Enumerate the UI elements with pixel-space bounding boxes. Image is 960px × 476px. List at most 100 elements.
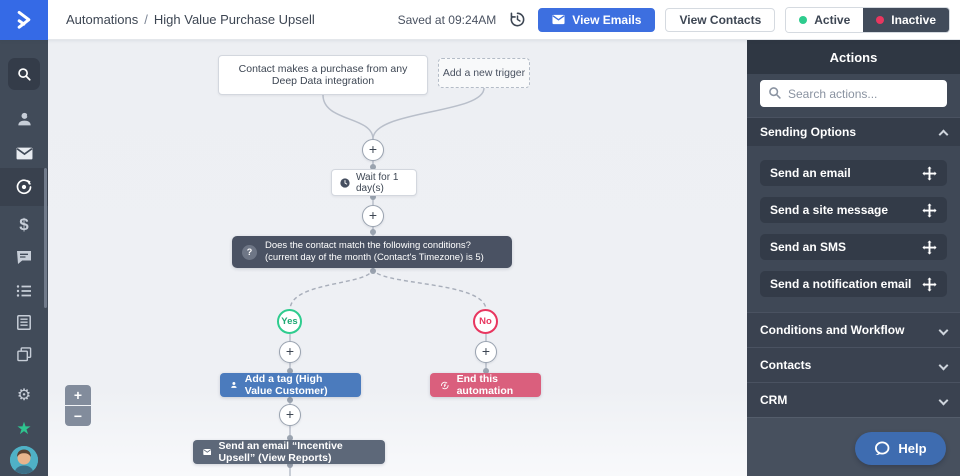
add-action-plus-3[interactable]: + — [279, 404, 301, 426]
condition-node[interactable]: ? Does the contact match the following c… — [232, 236, 512, 268]
toggle-active-option[interactable]: Active — [786, 7, 864, 32]
action-item-label: Send an SMS — [770, 240, 847, 254]
sidebar-item-site[interactable] — [0, 338, 48, 370]
send-email-label: Send an email “Incentive Upsell” (View R… — [218, 440, 343, 464]
view-contacts-label: View Contacts — [679, 12, 762, 27]
user-avatar[interactable] — [10, 446, 38, 474]
chevron-down-icon — [939, 361, 947, 369]
sidebar-scrollbar[interactable] — [44, 168, 47, 308]
no-branch-node: No — [473, 309, 498, 334]
sidebar-item-automations[interactable] — [0, 168, 48, 206]
sidebar-item-lists[interactable] — [0, 275, 48, 307]
form-document-icon — [17, 314, 31, 330]
action-item-send-notification-email[interactable]: Send a notification email — [760, 271, 947, 297]
send-email-node[interactable]: Send an email “Incentive Upsell” (View R… — [193, 440, 385, 464]
active-label: Active — [814, 12, 851, 27]
breadcrumb-separator: / — [144, 12, 148, 27]
action-item-label: Send a site message — [770, 203, 889, 217]
section-sending-options[interactable]: Sending Options — [747, 117, 960, 146]
search-actions-input[interactable] — [760, 80, 947, 107]
view-emails-button[interactable]: View Emails — [538, 7, 656, 32]
section-contacts[interactable]: Contacts — [747, 347, 960, 382]
sidebar-item-settings[interactable]: ⚙ — [0, 380, 48, 412]
sidebar-item-favorites[interactable]: ★ — [0, 412, 48, 444]
trigger-node[interactable]: Contact makes a purchase from any Deep D… — [218, 55, 428, 95]
drag-move-icon — [922, 202, 937, 218]
section-conditions-and-workflow[interactable]: Conditions and Workflow — [747, 312, 960, 347]
brand-chevron-icon — [17, 10, 31, 29]
chevron-down-icon — [939, 326, 947, 334]
sidebar-item-forms[interactable] — [0, 306, 48, 338]
search-icon — [17, 67, 31, 81]
zoom-in-button[interactable]: + — [65, 385, 91, 405]
sidebar-item-campaigns[interactable] — [0, 137, 48, 169]
action-item-send-sms[interactable]: Send an SMS — [760, 234, 947, 260]
list-icon — [16, 285, 31, 297]
inactive-status-dot — [876, 15, 885, 24]
top-header: Automations / High Value Purchase Upsell… — [0, 0, 960, 40]
add-action-plus-yes[interactable]: + — [279, 341, 301, 363]
automations-icon — [16, 179, 32, 195]
revision-history-button[interactable] — [506, 9, 528, 31]
section-crm[interactable]: CRM — [747, 382, 960, 417]
end-automation-icon — [441, 381, 449, 389]
sidebar-item-conversations[interactable] — [0, 241, 48, 273]
sidebar-item-contacts[interactable] — [0, 103, 48, 135]
view-contacts-button[interactable]: View Contacts — [665, 7, 776, 32]
add-action-plus-1[interactable]: + — [362, 139, 384, 161]
condition-node-label: Does the contact match the following con… — [265, 240, 484, 263]
zoom-controls: + − — [65, 385, 91, 426]
active-status-dot — [799, 15, 808, 24]
sending-options-label: Sending Options — [760, 125, 856, 139]
yes-branch-node: Yes — [277, 309, 302, 334]
add-new-trigger-node[interactable]: Add a new trigger — [438, 58, 530, 88]
gear-icon: ⚙ — [16, 387, 32, 404]
add-tag-node[interactable]: Add a tag (High Value Customer) — [220, 373, 361, 397]
avatar-photo — [10, 446, 38, 474]
envelope-icon — [552, 14, 565, 25]
end-automation-label: End this automation — [456, 373, 514, 397]
wait-node[interactable]: Wait for 1 day(s) — [331, 169, 417, 196]
breadcrumb-page-title: High Value Purchase Upsell — [153, 12, 315, 27]
wait-node-label: Wait for 1 day(s) — [355, 171, 399, 194]
envelope-icon — [203, 448, 212, 456]
search-icon — [769, 87, 781, 99]
view-emails-label: View Emails — [572, 12, 642, 27]
contacts-icon — [17, 112, 31, 125]
actions-panel-title: Actions — [747, 40, 960, 74]
help-button[interactable]: Help — [855, 432, 946, 465]
toggle-inactive-option[interactable]: Inactive — [863, 7, 949, 32]
sidebar-item-deals[interactable]: $ — [0, 208, 48, 240]
drag-move-icon — [922, 239, 937, 255]
zoom-out-button[interactable]: − — [65, 406, 91, 426]
sending-options-items: Send an email Send a site message Send a… — [747, 146, 960, 312]
star-icon: ★ — [16, 418, 32, 438]
history-icon — [510, 12, 525, 27]
add-action-plus-2[interactable]: + — [362, 205, 384, 227]
actions-panel: Actions Sending Options Send an email Se… — [747, 40, 960, 476]
add-action-plus-no[interactable]: + — [475, 341, 497, 363]
end-automation-node[interactable]: End this automation — [430, 373, 541, 397]
action-item-send-site-message[interactable]: Send a site message — [760, 197, 947, 223]
activecampaign-logo[interactable] — [0, 0, 48, 40]
help-chat-icon — [875, 441, 890, 455]
contacts-section-label: Contacts — [760, 358, 812, 372]
question-mark-icon: ? — [242, 244, 257, 260]
breadcrumb: Automations / High Value Purchase Upsell — [66, 12, 315, 27]
panel-footer: Help — [747, 417, 960, 476]
sidebar-search-button[interactable] — [8, 58, 40, 90]
action-item-label: Send a notification email — [770, 277, 912, 291]
drag-move-icon — [922, 165, 937, 181]
action-item-send-email[interactable]: Send an email — [760, 160, 947, 186]
pages-copy-icon — [16, 346, 31, 361]
contact-person-icon — [231, 381, 237, 388]
main-nav-sidebar: $ ⚙ ★ — [0, 40, 48, 476]
help-label: Help — [898, 441, 927, 456]
automation-canvas[interactable]: Contact makes a purchase from any Deep D… — [48, 40, 747, 476]
status-toggle: Active Inactive — [785, 6, 950, 33]
trigger-node-label: Contact makes a purchase from any Deep D… — [238, 63, 408, 87]
clock-icon — [340, 177, 350, 188]
breadcrumb-section[interactable]: Automations — [66, 12, 139, 27]
action-item-label: Send an email — [770, 166, 851, 180]
drag-move-icon — [922, 276, 937, 292]
